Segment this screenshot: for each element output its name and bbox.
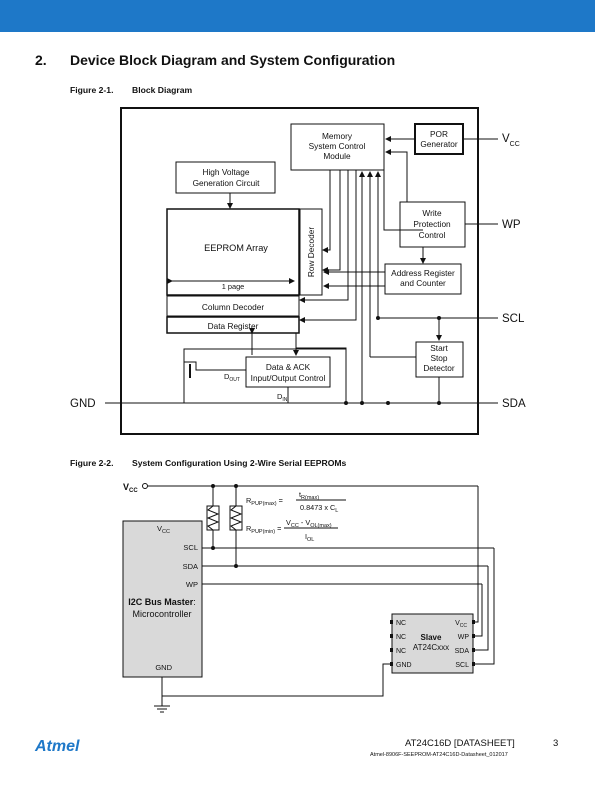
write-protection-label-2: Protection	[413, 219, 451, 229]
figure-2-2-number: Figure 2-2.	[70, 458, 114, 468]
chip-outline	[120, 107, 479, 435]
eeprom-array-label: EEPROM Array	[204, 243, 268, 253]
memory-control-label-1: Memory	[322, 131, 353, 141]
slave-pin-nc-3: NC	[396, 648, 406, 655]
data-ack-label-1: Data & ACK	[266, 362, 311, 372]
address-register-label-1: Address Register	[391, 268, 455, 278]
write-protection-label-3: Control	[419, 230, 446, 240]
start-stop-label-3: Detector	[423, 363, 455, 373]
page-label: 1 page	[222, 282, 245, 291]
page-number: 3	[553, 738, 559, 749]
memory-control-label-2: System Control	[309, 141, 366, 151]
formula-max-denominator: 0.8473 x CL	[300, 503, 338, 514]
start-stop-label-2: Stop	[430, 353, 447, 363]
section-number: 2.	[35, 52, 47, 68]
slave-pin-scl: SCL	[455, 662, 469, 669]
master-title: I2C Bus Master:	[128, 597, 196, 607]
section-title: Device Block Diagram and System Configur…	[70, 52, 396, 68]
write-protection-label-1: Write	[422, 208, 442, 218]
row-decoder-label: Row Decoder	[306, 227, 316, 278]
header-bar	[0, 0, 595, 32]
master-subtitle: Microcontroller	[132, 609, 191, 619]
start-stop-label-1: Start	[430, 343, 448, 353]
high-voltage-label-2: Generation Circuit	[193, 178, 261, 188]
column-decoder-label: Column Decoder	[202, 302, 264, 312]
atmel-logo: Atmel	[35, 738, 80, 755]
por-label-2: Generator	[420, 139, 458, 149]
slave-pin-sda: SDA	[455, 648, 470, 655]
slave-pin-nc-2: NC	[396, 634, 406, 641]
master-pin-sda: SDA	[183, 562, 198, 571]
formula-max-numerator: tR(max)	[299, 490, 319, 501]
slave-pin-vcc: VCC	[455, 620, 467, 629]
formula-min-lhs: RPUP(min) =	[246, 524, 281, 535]
footer-doc-title: AT24C16D [DATASHEET]	[405, 738, 515, 749]
figure-2-1-number: Figure 2-1.	[70, 85, 114, 95]
slave-pin-gnd: GND	[396, 662, 412, 669]
data-register-box	[166, 316, 300, 334]
din-label: DIN	[277, 392, 288, 403]
wp-pin-label: WP	[502, 219, 521, 231]
master-pin-vcc: VCC	[157, 524, 170, 535]
vcc-pin-label: VCC	[502, 133, 520, 148]
footer-doc-code: Atmel-8906F-SEEPROM-AT24C16D-Datasheet_0…	[370, 752, 508, 758]
master-pin-gnd: GND	[155, 663, 172, 672]
formula-min-numerator: VCC - VOL(max)	[286, 518, 332, 529]
gnd-pin-label: GND	[70, 398, 96, 410]
data-ack-label-2: Input/Output Control	[251, 373, 326, 383]
column-decoder-box	[166, 295, 300, 317]
formula-min-denominator: IOL	[305, 532, 314, 543]
memory-control-box	[290, 123, 385, 171]
eeprom-array-box	[166, 208, 300, 296]
address-register-box	[384, 263, 462, 295]
slave-pin-nc-1: NC	[396, 620, 406, 627]
formula-max-lhs: RPUP(max) =	[246, 496, 283, 507]
por-label-1: POR	[430, 129, 448, 139]
dout-label: DOUT	[224, 372, 240, 383]
address-register-label-2: and Counter	[400, 278, 446, 288]
slave-subtitle: AT24Cxxx	[413, 643, 449, 652]
vcc-rail-label: VCC	[123, 482, 138, 494]
figure-2-2-caption: System Configuration Using 2-Wire Serial…	[132, 458, 347, 468]
memory-control-label-3: Module	[323, 151, 351, 161]
slave-title: Slave	[421, 633, 442, 642]
master-pin-wp: WP	[186, 580, 198, 589]
sda-pin-label: SDA	[502, 398, 526, 410]
high-voltage-box	[175, 161, 276, 194]
high-voltage-label-1: High Voltage	[202, 167, 249, 177]
scl-pin-label: SCL	[502, 313, 525, 325]
figure-2-1-caption: Block Diagram	[132, 85, 193, 95]
data-register-label: Data Register	[208, 321, 259, 331]
master-pin-scl: SCL	[183, 543, 198, 552]
slave-pin-wp: WP	[458, 634, 470, 641]
